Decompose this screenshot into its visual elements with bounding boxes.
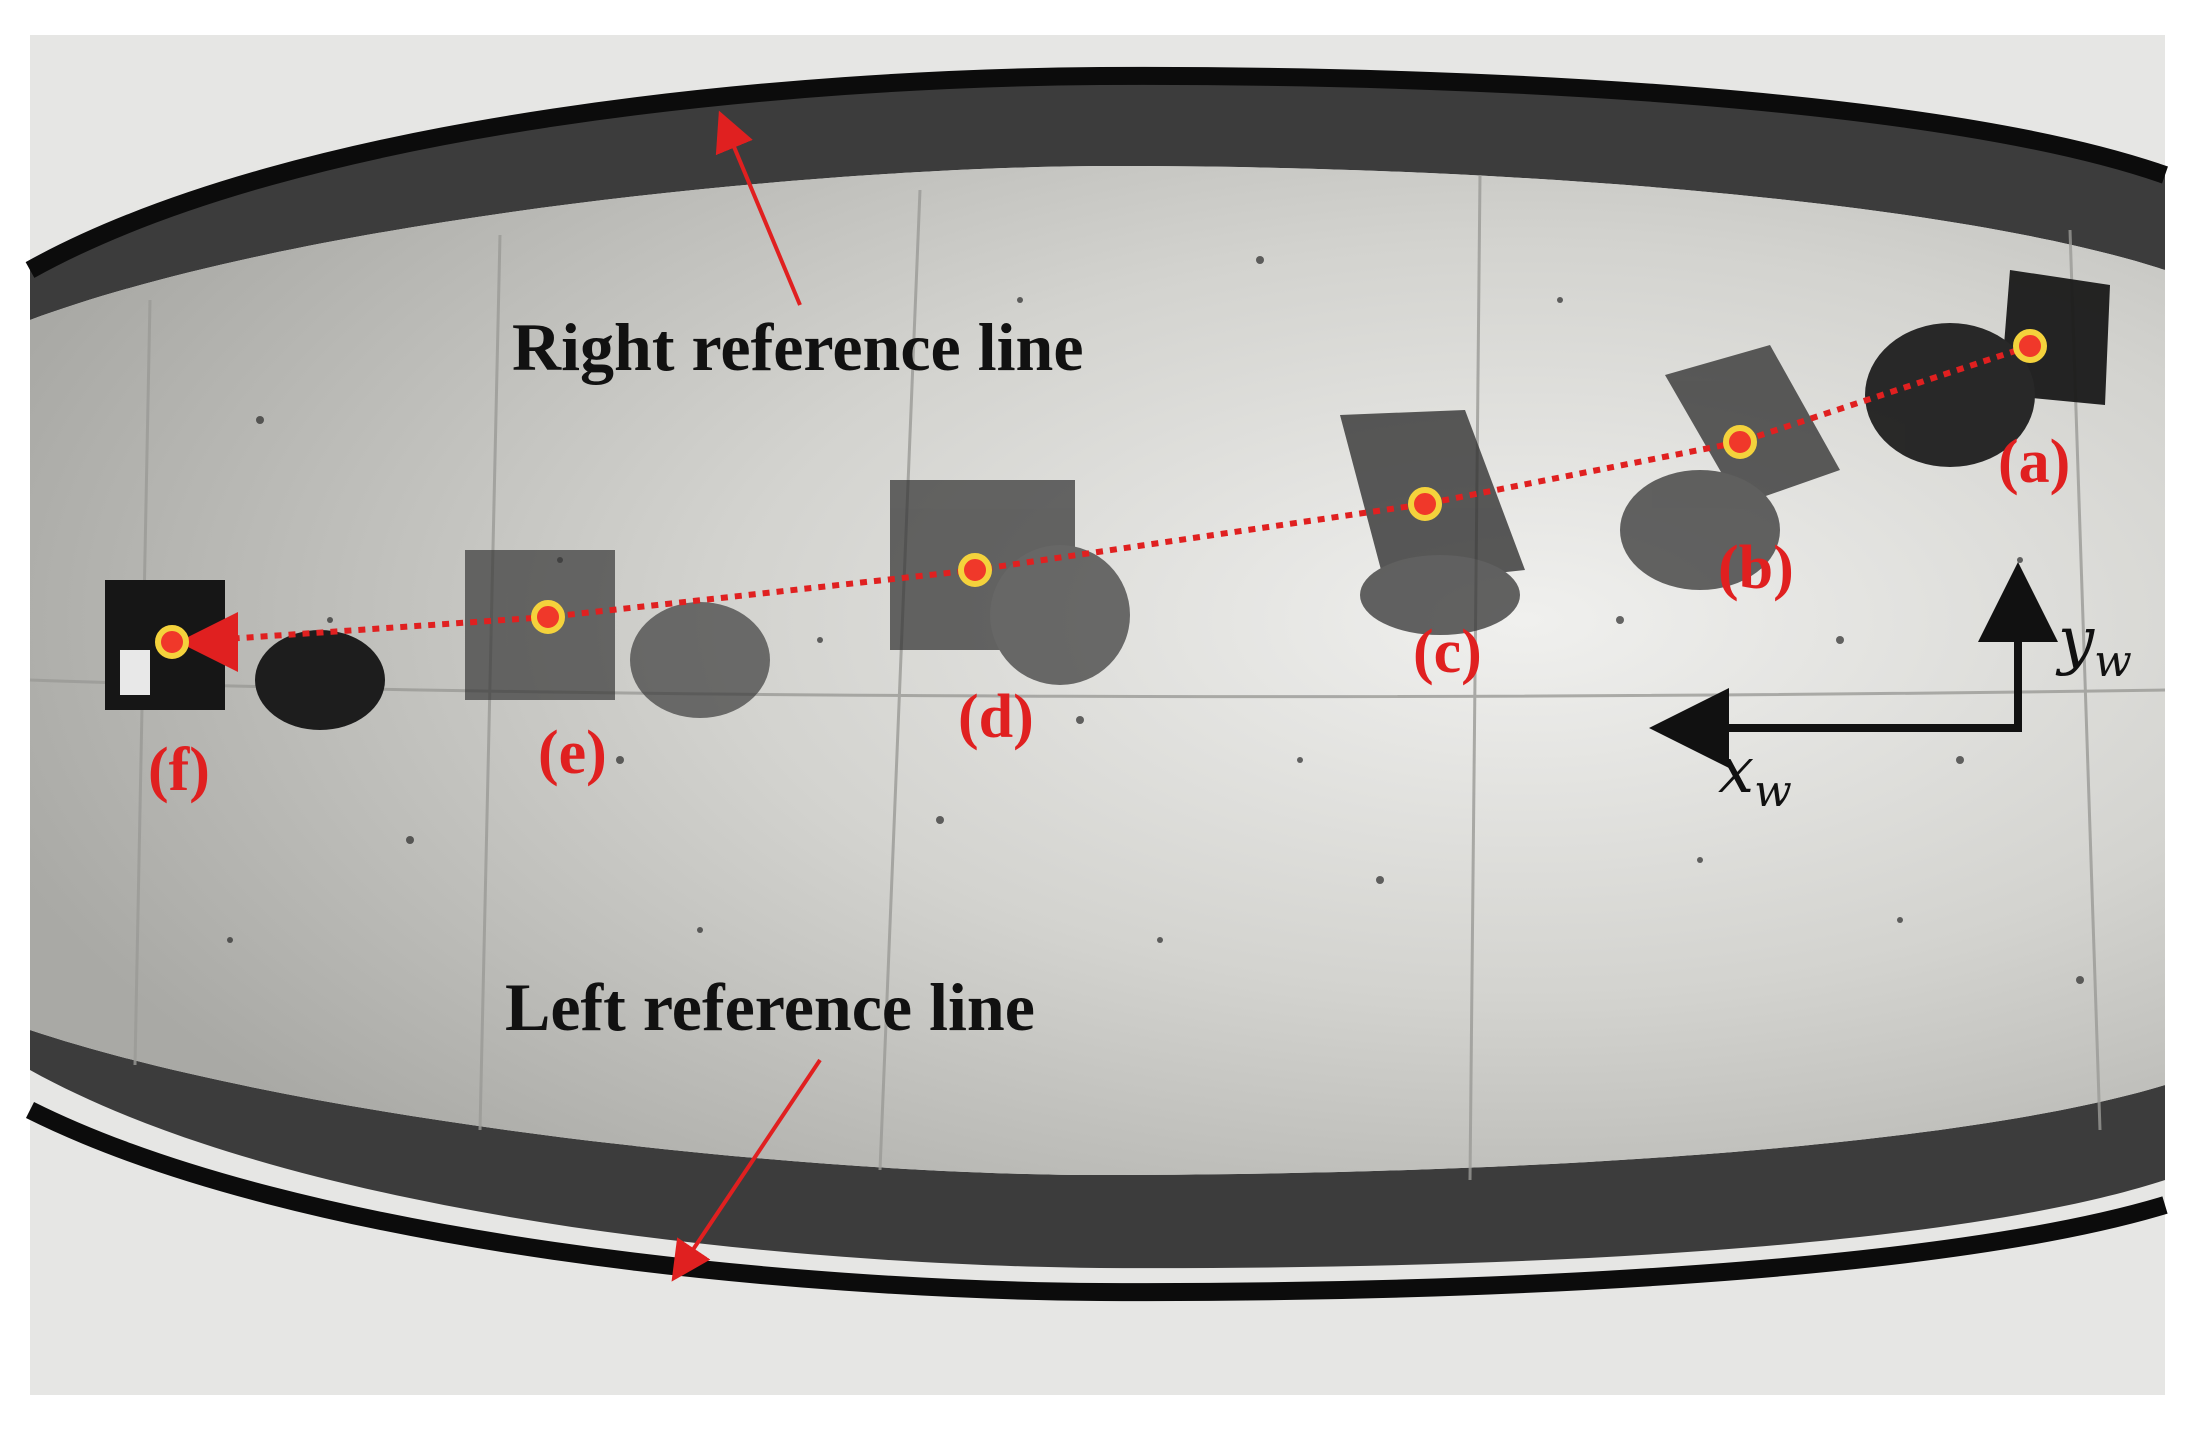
waypoint-d bbox=[958, 553, 992, 587]
x-axis-label: xw bbox=[1718, 734, 1792, 817]
waypoint-label-d: (d) bbox=[958, 683, 1034, 751]
robot-a bbox=[1865, 270, 2110, 467]
robot-f bbox=[105, 580, 385, 730]
waypoint-b bbox=[1723, 425, 1757, 459]
waypoint-label-b: (b) bbox=[1718, 534, 1794, 602]
right-reference-arrow bbox=[715, 110, 802, 306]
top-rail-edge bbox=[25, 66, 2168, 278]
waypoint-label-e: (e) bbox=[538, 719, 607, 787]
waypoint-e bbox=[531, 600, 565, 634]
bottom-rail bbox=[30, 1030, 2165, 1269]
top-rail bbox=[30, 75, 2165, 320]
robot-e bbox=[465, 550, 770, 718]
waypoint-label-a: (a) bbox=[1998, 428, 2070, 496]
world-axes bbox=[1649, 562, 2058, 768]
trajectory-path bbox=[181, 343, 2031, 645]
waypoint-c bbox=[1408, 487, 1442, 521]
y-axis-label: yw bbox=[2055, 604, 2132, 687]
robot-b bbox=[1620, 345, 1840, 590]
waypoint-a bbox=[2013, 329, 2047, 363]
right-reference-label: Right reference line bbox=[512, 309, 1084, 385]
waypoint-label-c: (c) bbox=[1413, 618, 1482, 686]
waypoint-f bbox=[155, 625, 189, 659]
left-reference-label: Left reference line bbox=[505, 969, 1035, 1045]
left-reference-arrow bbox=[671, 1058, 822, 1282]
bottom-rail-edge bbox=[25, 1101, 2168, 1302]
floor-speckles bbox=[227, 256, 2084, 984]
waypoint-markers bbox=[155, 329, 2047, 659]
waypoint-label-f: (f) bbox=[148, 736, 210, 804]
